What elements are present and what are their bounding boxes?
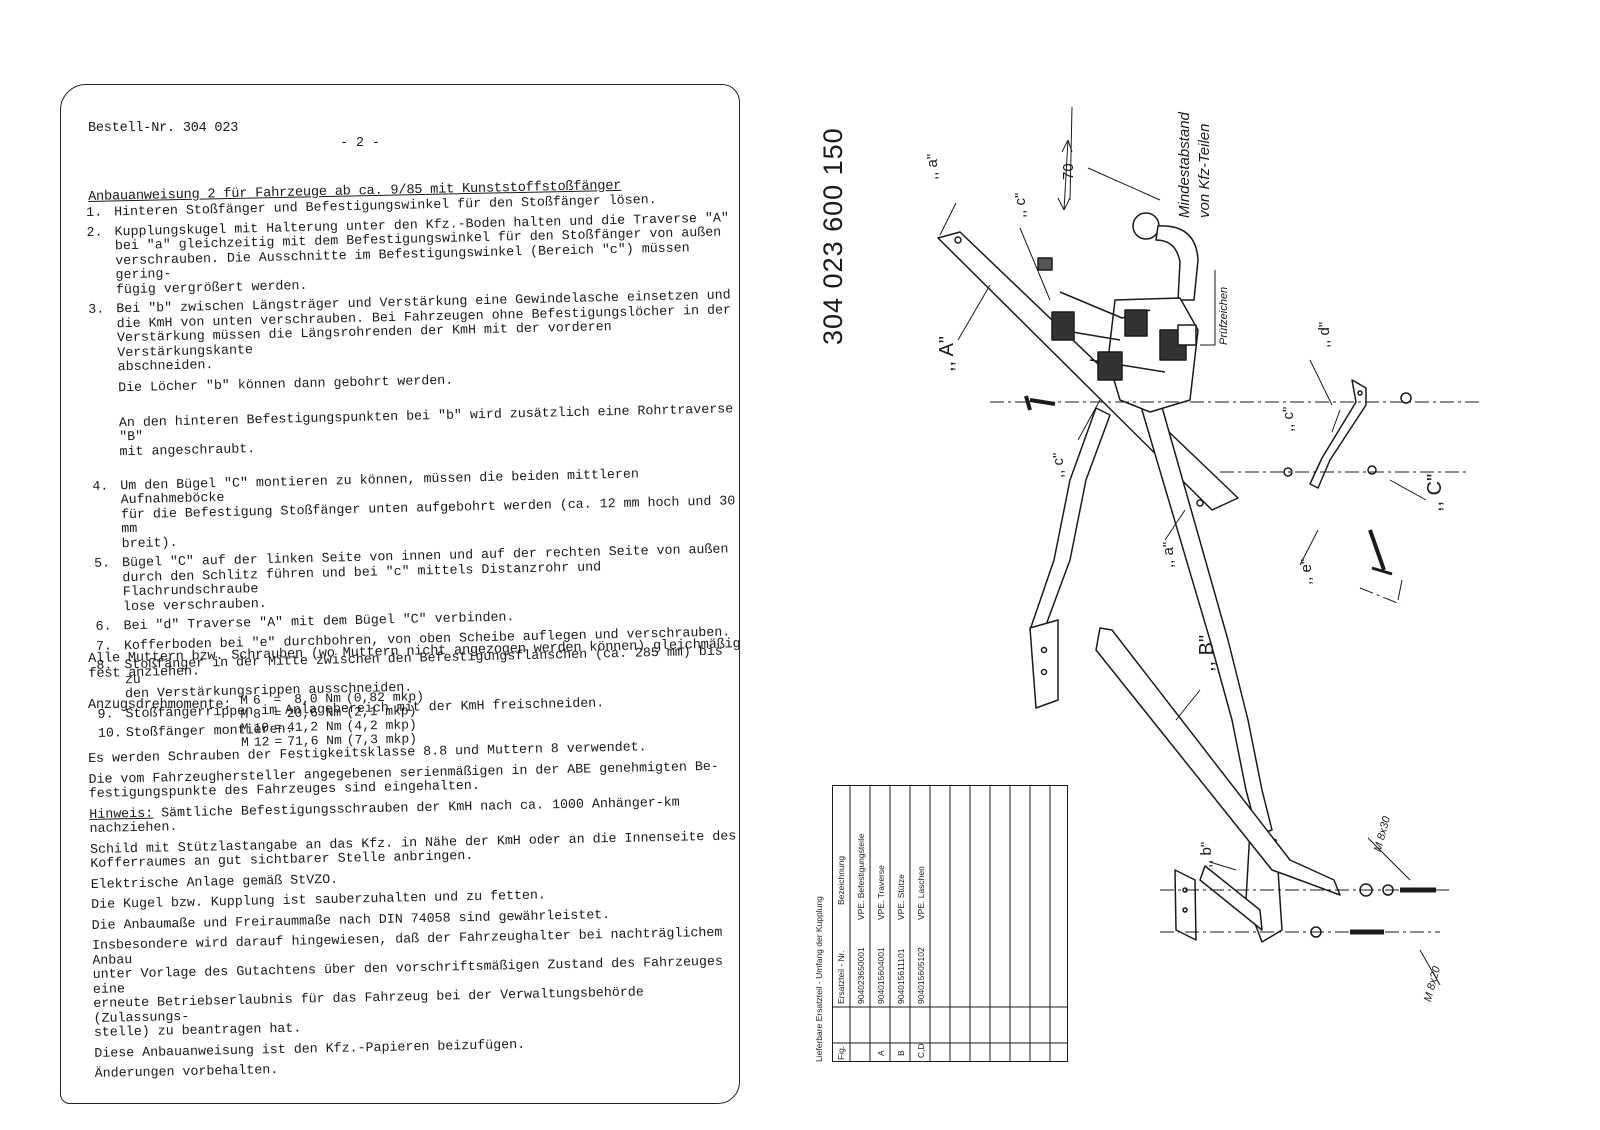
coupling-ball bbox=[1132, 212, 1160, 240]
step-number: 3. bbox=[88, 301, 105, 317]
leader-line bbox=[1331, 409, 1403, 601]
order-number: Bestell-Nr. 304 023 bbox=[88, 121, 239, 136]
header-part-number: Ersatzteil - Nr. bbox=[836, 950, 846, 1004]
label-b: ,, b" bbox=[1198, 841, 1215, 868]
step-item: 5. Bügel "C" auf der linken Seite von inn… bbox=[92, 541, 743, 615]
parts-table-caption: Lieferbare Ersatzteil - Umfang der Kuppl… bbox=[814, 896, 824, 1062]
bolt-head bbox=[1371, 566, 1393, 576]
step-number: 1. bbox=[85, 204, 103, 220]
step-item: 2. Kupplungskugel mit Halterung unter den… bbox=[84, 209, 735, 298]
row-fig: A bbox=[876, 1050, 886, 1056]
label-c-mid: ,, c" bbox=[1050, 452, 1067, 478]
test-mark-pointer bbox=[1200, 270, 1216, 346]
label-c-top: ,, c" bbox=[1012, 192, 1029, 218]
row-part-number: 904023650001 bbox=[856, 947, 866, 1004]
bolt bbox=[1024, 395, 1056, 411]
dimension-70: 70 bbox=[1060, 163, 1077, 180]
support-strut bbox=[1199, 865, 1263, 931]
test-mark-label: Prüfzeichen bbox=[1218, 286, 1230, 345]
step-number: 6. bbox=[95, 618, 112, 634]
torque-size: 6 bbox=[252, 692, 261, 708]
header-description: Bezeichnung bbox=[836, 855, 846, 905]
tube-traverse-b bbox=[1095, 627, 1341, 896]
test-mark-plate bbox=[1177, 324, 1197, 346]
clamp-block bbox=[1097, 351, 1123, 381]
note-paragraph: Insbesondere wird darauf hingewiesen, da… bbox=[91, 924, 724, 1040]
washer bbox=[1400, 392, 1412, 404]
torque-m: M bbox=[239, 692, 249, 708]
label-traverse-b: ,, B" bbox=[1196, 634, 1218, 672]
document-frame bbox=[60, 84, 740, 1104]
clamp-block bbox=[1124, 309, 1148, 337]
leader-line bbox=[939, 106, 1427, 871]
label-bracket-c: ,, C" bbox=[1424, 473, 1446, 512]
row-description: VPE. Traverse bbox=[876, 865, 886, 920]
row-part-number: 904015604001 bbox=[876, 947, 886, 1004]
step-text: Kupplungskugel mit Halterung unter den K… bbox=[114, 209, 730, 297]
center-line bbox=[990, 401, 1480, 933]
row-fig: B bbox=[896, 1050, 906, 1056]
header-fig: Fig. bbox=[836, 1045, 846, 1060]
row-description: VPE. Laschen bbox=[916, 866, 926, 920]
label-d: ,, d" bbox=[1316, 321, 1333, 348]
notes-block: Es werden Schrauben der Festigkeitsklass… bbox=[88, 738, 745, 1087]
step-text: Bügel "C" auf der linken Seite von innen… bbox=[121, 541, 729, 614]
hint-text: Sämtliche Befestigungsschrauben der KmH … bbox=[89, 794, 680, 836]
label-c-right: ,, c" bbox=[1280, 406, 1297, 432]
clamp-block bbox=[1051, 311, 1075, 341]
step-item: 3. Bei "b" zwischen Längsträger und Verst… bbox=[86, 287, 740, 474]
washer bbox=[1367, 465, 1377, 475]
exploded-assembly-diagram bbox=[937, 106, 1480, 986]
step-extra-text: An den hinteren Befestigungspunkten bei … bbox=[118, 400, 734, 459]
torque-table: M 6 = 8,0 Nm (0,82 mkp) M 8 = 20,6 Nm (2… bbox=[239, 689, 430, 750]
min-distance-line1: Mindestabstand bbox=[1176, 112, 1193, 218]
row-part-number: 904015611101 bbox=[896, 948, 906, 1004]
step-number: 2. bbox=[86, 224, 103, 240]
label-a-mid: ,, a" bbox=[1160, 541, 1177, 568]
step-text: Bei "b" zwischen Längsträger und Verstär… bbox=[116, 287, 732, 375]
page-number: - 2 - bbox=[340, 136, 380, 151]
row-fig: C,D bbox=[916, 1043, 926, 1058]
dimension-arrow bbox=[1057, 139, 1073, 211]
torque-label: Anzugsdrehmomente: bbox=[88, 698, 232, 713]
bolt-e bbox=[1368, 529, 1386, 571]
left-support-flange bbox=[1029, 619, 1059, 709]
bolt-hole bbox=[1196, 499, 1204, 507]
bracket-c bbox=[1309, 379, 1367, 489]
step-item: 4. Um den Bügel "C" montieren zu können, … bbox=[90, 465, 741, 552]
bolt-hole bbox=[1357, 390, 1363, 396]
left-support-tube bbox=[1029, 407, 1111, 631]
step-text: Um den Bügel "C" montieren zu können, mü… bbox=[120, 465, 736, 551]
bolt-hole bbox=[1040, 668, 1048, 676]
label-traverse-a: ,, A" bbox=[936, 335, 958, 372]
label-a-top: ,, a" bbox=[924, 153, 941, 180]
row-part-number: 904015605102 bbox=[916, 947, 926, 1004]
row-description: VPE. Befestigungsteile bbox=[856, 833, 866, 920]
step-number: 5. bbox=[93, 555, 111, 571]
bolt-hole bbox=[1182, 907, 1188, 913]
leader-line bbox=[1367, 837, 1441, 986]
label-e: ,, e" bbox=[1298, 558, 1315, 585]
step-number: 4. bbox=[92, 478, 109, 494]
min-distance-line2: von Kfz-Teilen bbox=[1196, 123, 1213, 219]
bolt-hole bbox=[1040, 646, 1048, 654]
ball-neck bbox=[1155, 225, 1199, 301]
parts-table-grid bbox=[832, 785, 1068, 1062]
rear-plate-b bbox=[1174, 869, 1197, 941]
nut bbox=[1037, 257, 1053, 271]
bolt-hole bbox=[954, 236, 962, 244]
torque-eq: = bbox=[273, 706, 282, 722]
row-description: VPE. Stütze bbox=[896, 874, 906, 920]
step-number: 10. bbox=[97, 725, 123, 741]
